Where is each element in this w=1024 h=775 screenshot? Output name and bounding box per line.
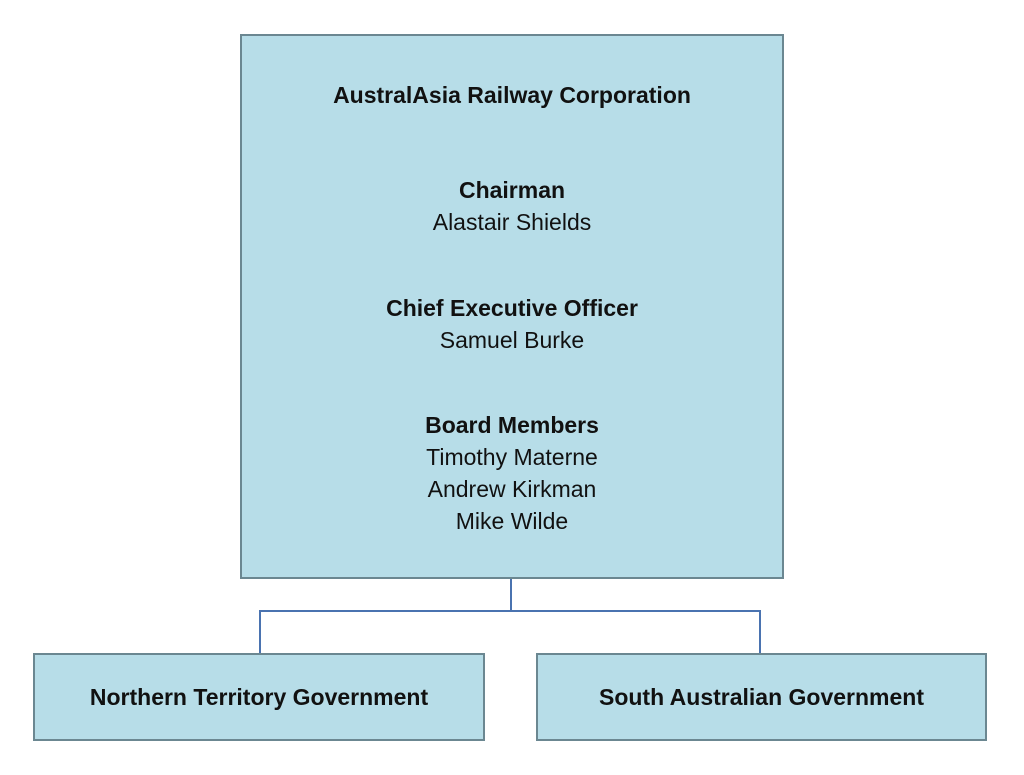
- ceo-section: Chief Executive Officer Samuel Burke: [242, 292, 782, 356]
- owner-label: South Australian Government: [598, 684, 925, 710]
- northern-territory-box: Northern Territory Government: [33, 653, 485, 741]
- connector-line: [511, 610, 761, 653]
- corporation-box: AustralAsia Railway Corporation Chairman…: [240, 34, 784, 579]
- connector-line: [259, 579, 512, 653]
- person-name: Timothy Materne: [426, 444, 598, 470]
- section-heading: Chairman: [458, 177, 566, 203]
- person-name: Alastair Shields: [432, 209, 592, 235]
- corporation-title: AustralAsia Railway Corporation: [333, 82, 691, 108]
- owner-label: Northern Territory Government: [89, 684, 429, 710]
- chairman-section: Chairman Alastair Shields: [242, 174, 782, 238]
- person-name: Samuel Burke: [439, 327, 585, 353]
- section-heading: Chief Executive Officer: [386, 295, 638, 321]
- person-name: Andrew Kirkman: [427, 476, 597, 502]
- board-section: Board Members Timothy Materne Andrew Kir…: [242, 409, 782, 537]
- section-heading: Board Members: [425, 412, 599, 438]
- south-australia-box: South Australian Government: [536, 653, 987, 741]
- person-name: Mike Wilde: [455, 508, 569, 534]
